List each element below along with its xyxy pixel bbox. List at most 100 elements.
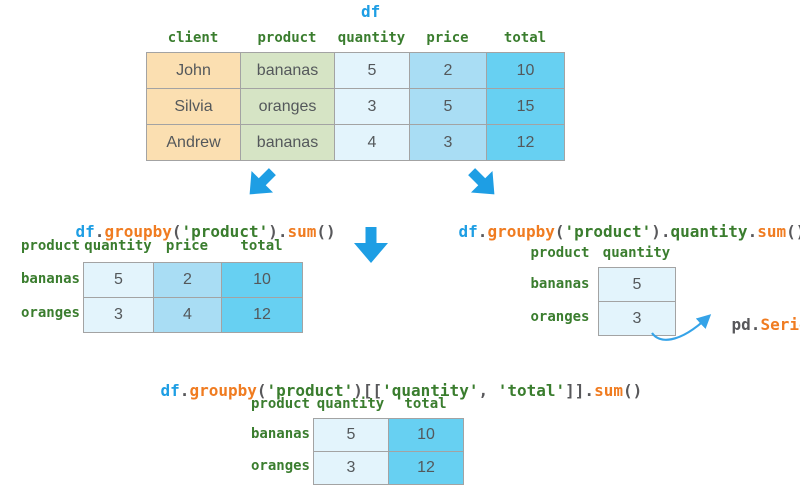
sum-quantity-header: product quantity [522, 245, 676, 261]
cell-price: 2 [409, 52, 487, 89]
index-label: bananas [250, 426, 310, 442]
code-token: df [458, 222, 478, 241]
cell-price: 2 [153, 262, 222, 298]
code-token: ( [554, 222, 565, 241]
cell-quantity: 3 [334, 88, 410, 125]
code-token: 'total' [497, 381, 566, 400]
code-token: , [478, 381, 498, 400]
table-row: 3 12 [313, 451, 464, 485]
code-token: . [94, 222, 105, 241]
cell-total: 10 [388, 418, 464, 452]
code-token: sum [287, 222, 317, 241]
cell-product: oranges [240, 88, 335, 125]
column-header-price: price [165, 238, 209, 254]
column-header-product: product [257, 30, 317, 46]
code-groupby-sum: df.groupby('product').sum() [37, 202, 336, 262]
cell-quantity: 4 [334, 124, 410, 161]
code-token: () [786, 222, 800, 241]
code-token: 'quantity' [382, 381, 479, 400]
cell-total: 10 [486, 52, 565, 89]
cell-total: 12 [486, 124, 565, 161]
code-token: Series [760, 315, 800, 334]
sum-selected-grid: 5 10 3 12 [313, 418, 464, 485]
code-token: groupby [189, 381, 257, 400]
code-token: 'product' [564, 222, 652, 241]
cell-total: 12 [221, 297, 303, 333]
code-token: ) [651, 222, 661, 241]
table-row: 5 [598, 267, 676, 302]
table-row: 3 [598, 301, 676, 336]
cell-total: 12 [388, 451, 464, 485]
down-right-arrow-icon [468, 168, 495, 195]
sum-quantity-grid: 5 3 [598, 267, 676, 336]
code-token: sum [757, 222, 787, 241]
column-header-total: total [503, 30, 547, 46]
sum-selected-table: product quantity total bananas oranges 5… [248, 396, 464, 485]
cell-price: 5 [409, 88, 487, 125]
sum-all-table: product quantity price total bananas ora… [18, 238, 303, 333]
code-groupby-quantity-sum: df.groupby('product').quantity.sum() [420, 202, 800, 262]
cell-total: 10 [221, 262, 303, 298]
table-row: John bananas 5 2 10 [146, 52, 565, 89]
table-row: 5 2 10 [83, 262, 303, 298]
table-row: 5 10 [313, 418, 464, 452]
index-column: bananas oranges [248, 418, 313, 485]
index-column: bananas oranges [18, 262, 83, 333]
index-label: oranges [20, 305, 80, 321]
code-token: . [750, 315, 761, 334]
code-token: () [622, 381, 643, 400]
down-left-arrow-icon [249, 168, 276, 195]
cell-client: John [146, 52, 241, 89]
table-row: Andrew bananas 4 3 12 [146, 124, 565, 161]
column-header-quantity: quantity [602, 245, 671, 261]
code-token: . [660, 222, 671, 241]
column-header-client: client [167, 30, 219, 46]
column-header-price: price [426, 30, 469, 46]
code-token: . [179, 381, 190, 400]
cell-quantity: 5 [313, 418, 389, 452]
df-table-header: client product quantity price total [146, 30, 565, 46]
code-token: . [584, 381, 595, 400]
cell-product: bananas [240, 52, 335, 89]
cell-client: Silvia [146, 88, 241, 125]
sum-quantity-table: product quantity bananas oranges 5 3 [522, 245, 676, 336]
index-label: bananas [530, 275, 590, 292]
code-token: ( [256, 381, 267, 400]
cell-quantity: 5 [83, 262, 154, 298]
code-token: 'product' [181, 222, 269, 241]
code-token: df [160, 381, 180, 400]
code-token: 'product' [266, 381, 354, 400]
code-token: pd [731, 315, 751, 334]
column-header-total: total [240, 238, 283, 254]
code-groupby-selected-sum: df.groupby('product')[['quantity', 'tota… [122, 361, 643, 421]
column-header-quantity: quantity [84, 238, 152, 254]
code-token: groupby [487, 222, 555, 241]
down-arrow-icon [354, 227, 388, 263]
df-table: client product quantity price total John… [146, 30, 565, 161]
code-token: ]] [565, 381, 585, 400]
code-token: . [277, 222, 288, 241]
index-column: bananas oranges [522, 267, 598, 336]
index-label: oranges [530, 308, 590, 325]
column-header-quantity: quantity [316, 396, 385, 412]
df-table-grid: John bananas 5 2 10 Silvia oranges 3 5 1… [146, 52, 565, 161]
table-row: 3 4 12 [83, 297, 303, 333]
cell-quantity: 5 [334, 52, 410, 89]
cell-quantity: 5 [598, 267, 676, 302]
code-token: quantity [670, 222, 748, 241]
code-pd-series: pd.Series() [693, 295, 800, 355]
code-token: () [316, 222, 336, 241]
cell-quantity: 3 [313, 451, 389, 485]
cell-price: 4 [153, 297, 222, 333]
code-token: ( [171, 222, 182, 241]
code-token: df [75, 222, 95, 241]
column-header-total: total [404, 396, 447, 412]
code-token: . [477, 222, 488, 241]
column-header-product: product [20, 238, 80, 254]
sum-all-grid: 5 2 10 3 4 12 [83, 262, 303, 333]
index-label: oranges [250, 458, 310, 474]
code-token: )[[ [353, 381, 383, 400]
code-token: sum [594, 381, 623, 400]
cell-quantity: 3 [598, 301, 676, 336]
code-token: groupby [104, 222, 172, 241]
